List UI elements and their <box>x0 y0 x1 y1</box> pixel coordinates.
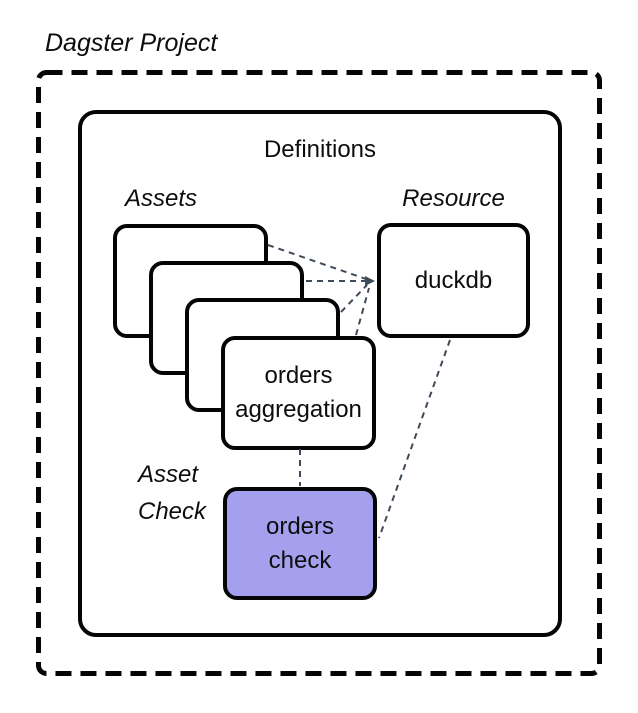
assets-group-label: Assets <box>125 185 198 212</box>
orders-aggregation-label-line1: orders <box>264 362 333 389</box>
orders-check-card: orders check <box>223 487 377 600</box>
resource-group-label: Resource <box>402 185 505 212</box>
dagster-project-title: Dagster Project <box>45 29 218 57</box>
asset-check-group-label: Asset Check <box>138 456 206 530</box>
definitions-label: Definitions <box>263 136 377 163</box>
orders-check-label-line1: orders <box>265 512 335 540</box>
duckdb-resource-card: duckdb <box>377 223 530 338</box>
orders-aggregation-card: orders aggregation <box>221 336 376 450</box>
asset-check-group-label-line1: Asset <box>138 461 199 488</box>
asset-check-group-label-line2: Check <box>138 498 207 525</box>
orders-check-label-line2: check <box>268 546 332 574</box>
orders-check-card-label: orders check <box>227 491 373 596</box>
orders-aggregation-card-label: orders aggregation <box>225 340 372 446</box>
orders-aggregation-label-line2: aggregation <box>235 396 362 423</box>
duckdb-resource-card-label: duckdb <box>414 266 493 294</box>
